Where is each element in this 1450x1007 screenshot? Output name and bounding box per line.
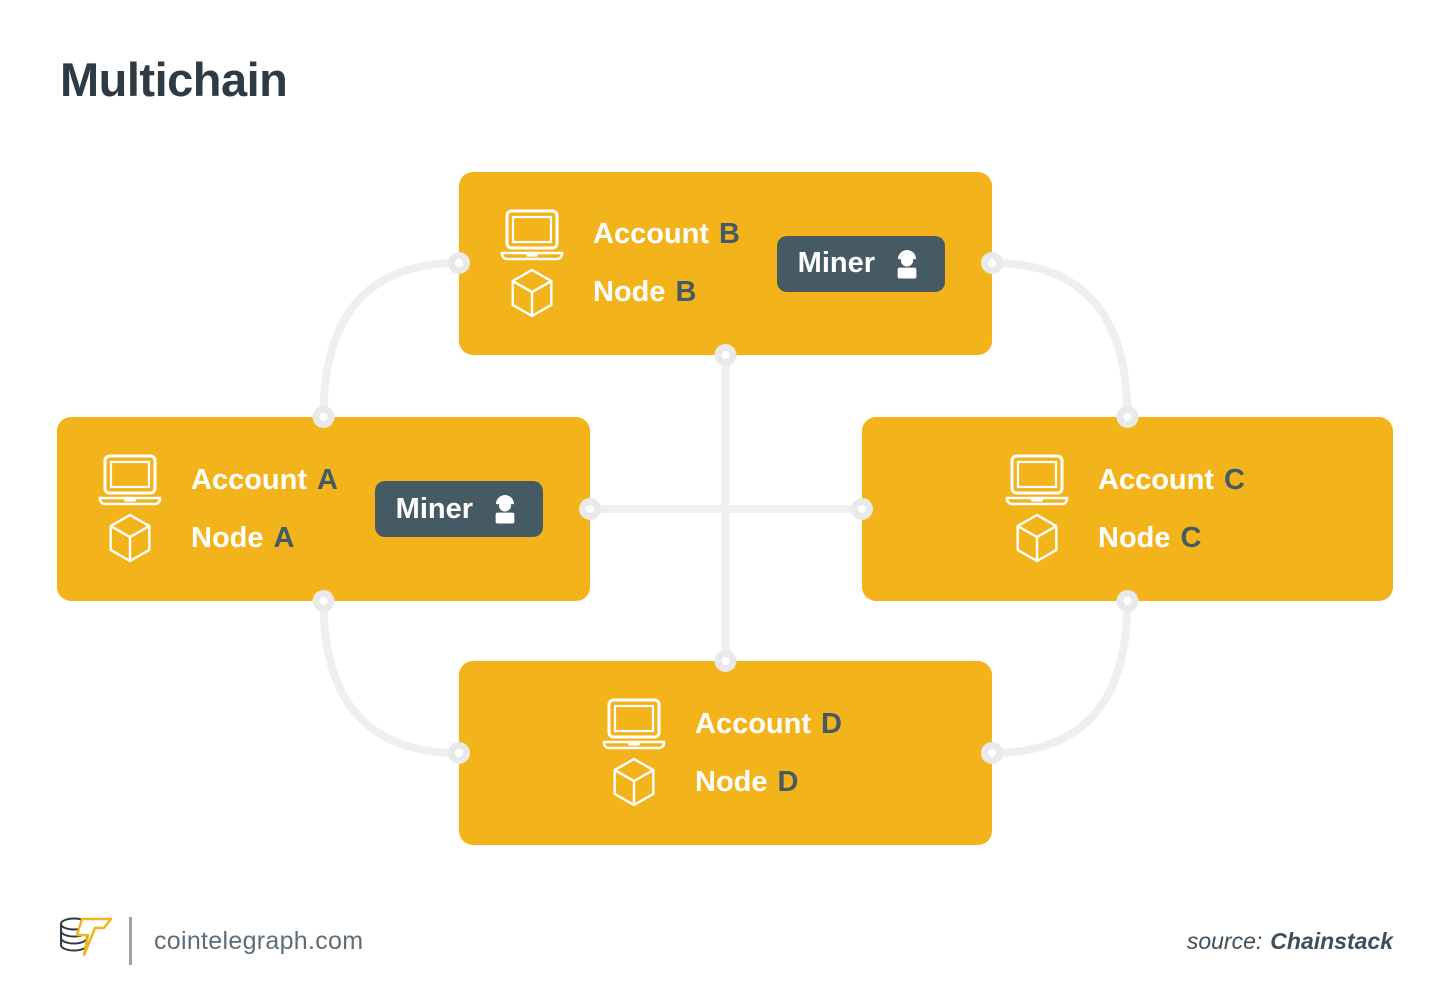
account-word: Account	[695, 707, 811, 740]
miner-person-icon	[890, 247, 924, 281]
account-word: Account	[593, 218, 709, 250]
account-row: Account C	[1005, 451, 1245, 509]
miner-label: Miner	[395, 492, 473, 525]
cube-icon	[1005, 512, 1069, 564]
edge-a-d	[319, 600, 460, 757]
node-row: Node D	[602, 753, 842, 811]
laptop-icon	[500, 208, 564, 262]
node-letter: A	[273, 521, 295, 554]
node-row: Node C	[1005, 509, 1245, 567]
node-label: Node D	[695, 766, 798, 799]
node-word: Node	[593, 276, 666, 308]
account-row: Account D	[602, 695, 842, 753]
account-row: Account A	[98, 451, 338, 509]
laptop-icon	[1005, 453, 1069, 507]
source-label: source:	[1186, 927, 1263, 954]
cube-icon	[500, 267, 564, 319]
node-label: Node A	[191, 522, 294, 555]
account-word: Account	[1098, 463, 1214, 496]
node-row: Node B	[500, 264, 740, 322]
node-label: Node C	[1098, 522, 1201, 555]
edge-c-d	[991, 600, 1132, 757]
account-letter: A	[317, 463, 338, 496]
node-word: Node	[191, 521, 264, 554]
node-letter: C	[1180, 521, 1202, 554]
edge-b-c	[991, 259, 1132, 418]
node-row: Node A	[98, 509, 338, 567]
footer-divider	[129, 917, 132, 965]
footer-brand: cointelegraph.com	[57, 913, 363, 969]
miner-person-icon	[488, 492, 522, 526]
page-title: Multichain	[60, 53, 288, 106]
miner-label: Miner	[797, 247, 875, 279]
account-label: Account B	[593, 218, 740, 251]
account-letter: D	[821, 707, 842, 740]
node-letter: B	[675, 276, 697, 308]
account-word: Account	[191, 463, 307, 496]
edge-b-a	[319, 259, 460, 418]
node-letter: D	[777, 765, 799, 798]
account-label: Account D	[695, 708, 842, 741]
cube-icon	[98, 512, 162, 564]
account-label: Account C	[1098, 464, 1245, 497]
source-name: Chainstack	[1270, 927, 1393, 954]
miner-badge: Miner	[374, 481, 543, 537]
footer-site-url[interactable]: cointelegraph.com	[154, 926, 364, 955]
cube-icon	[602, 756, 666, 808]
node-label: Node B	[593, 276, 696, 309]
laptop-icon	[602, 697, 666, 751]
laptop-icon	[98, 453, 162, 507]
node-word: Node	[695, 765, 768, 798]
account-letter: C	[1224, 463, 1245, 496]
footer: cointelegraph.com source: Chainstack	[0, 913, 1450, 969]
node-word: Node	[1098, 521, 1171, 554]
account-row: Account B	[500, 206, 740, 264]
miner-badge: Miner	[776, 235, 945, 292]
account-letter: B	[719, 218, 740, 250]
account-label: Account A	[191, 464, 338, 497]
cointelegraph-coin-bolt-logo	[57, 912, 117, 971]
source-credit: source: Chainstack	[1187, 913, 1393, 969]
